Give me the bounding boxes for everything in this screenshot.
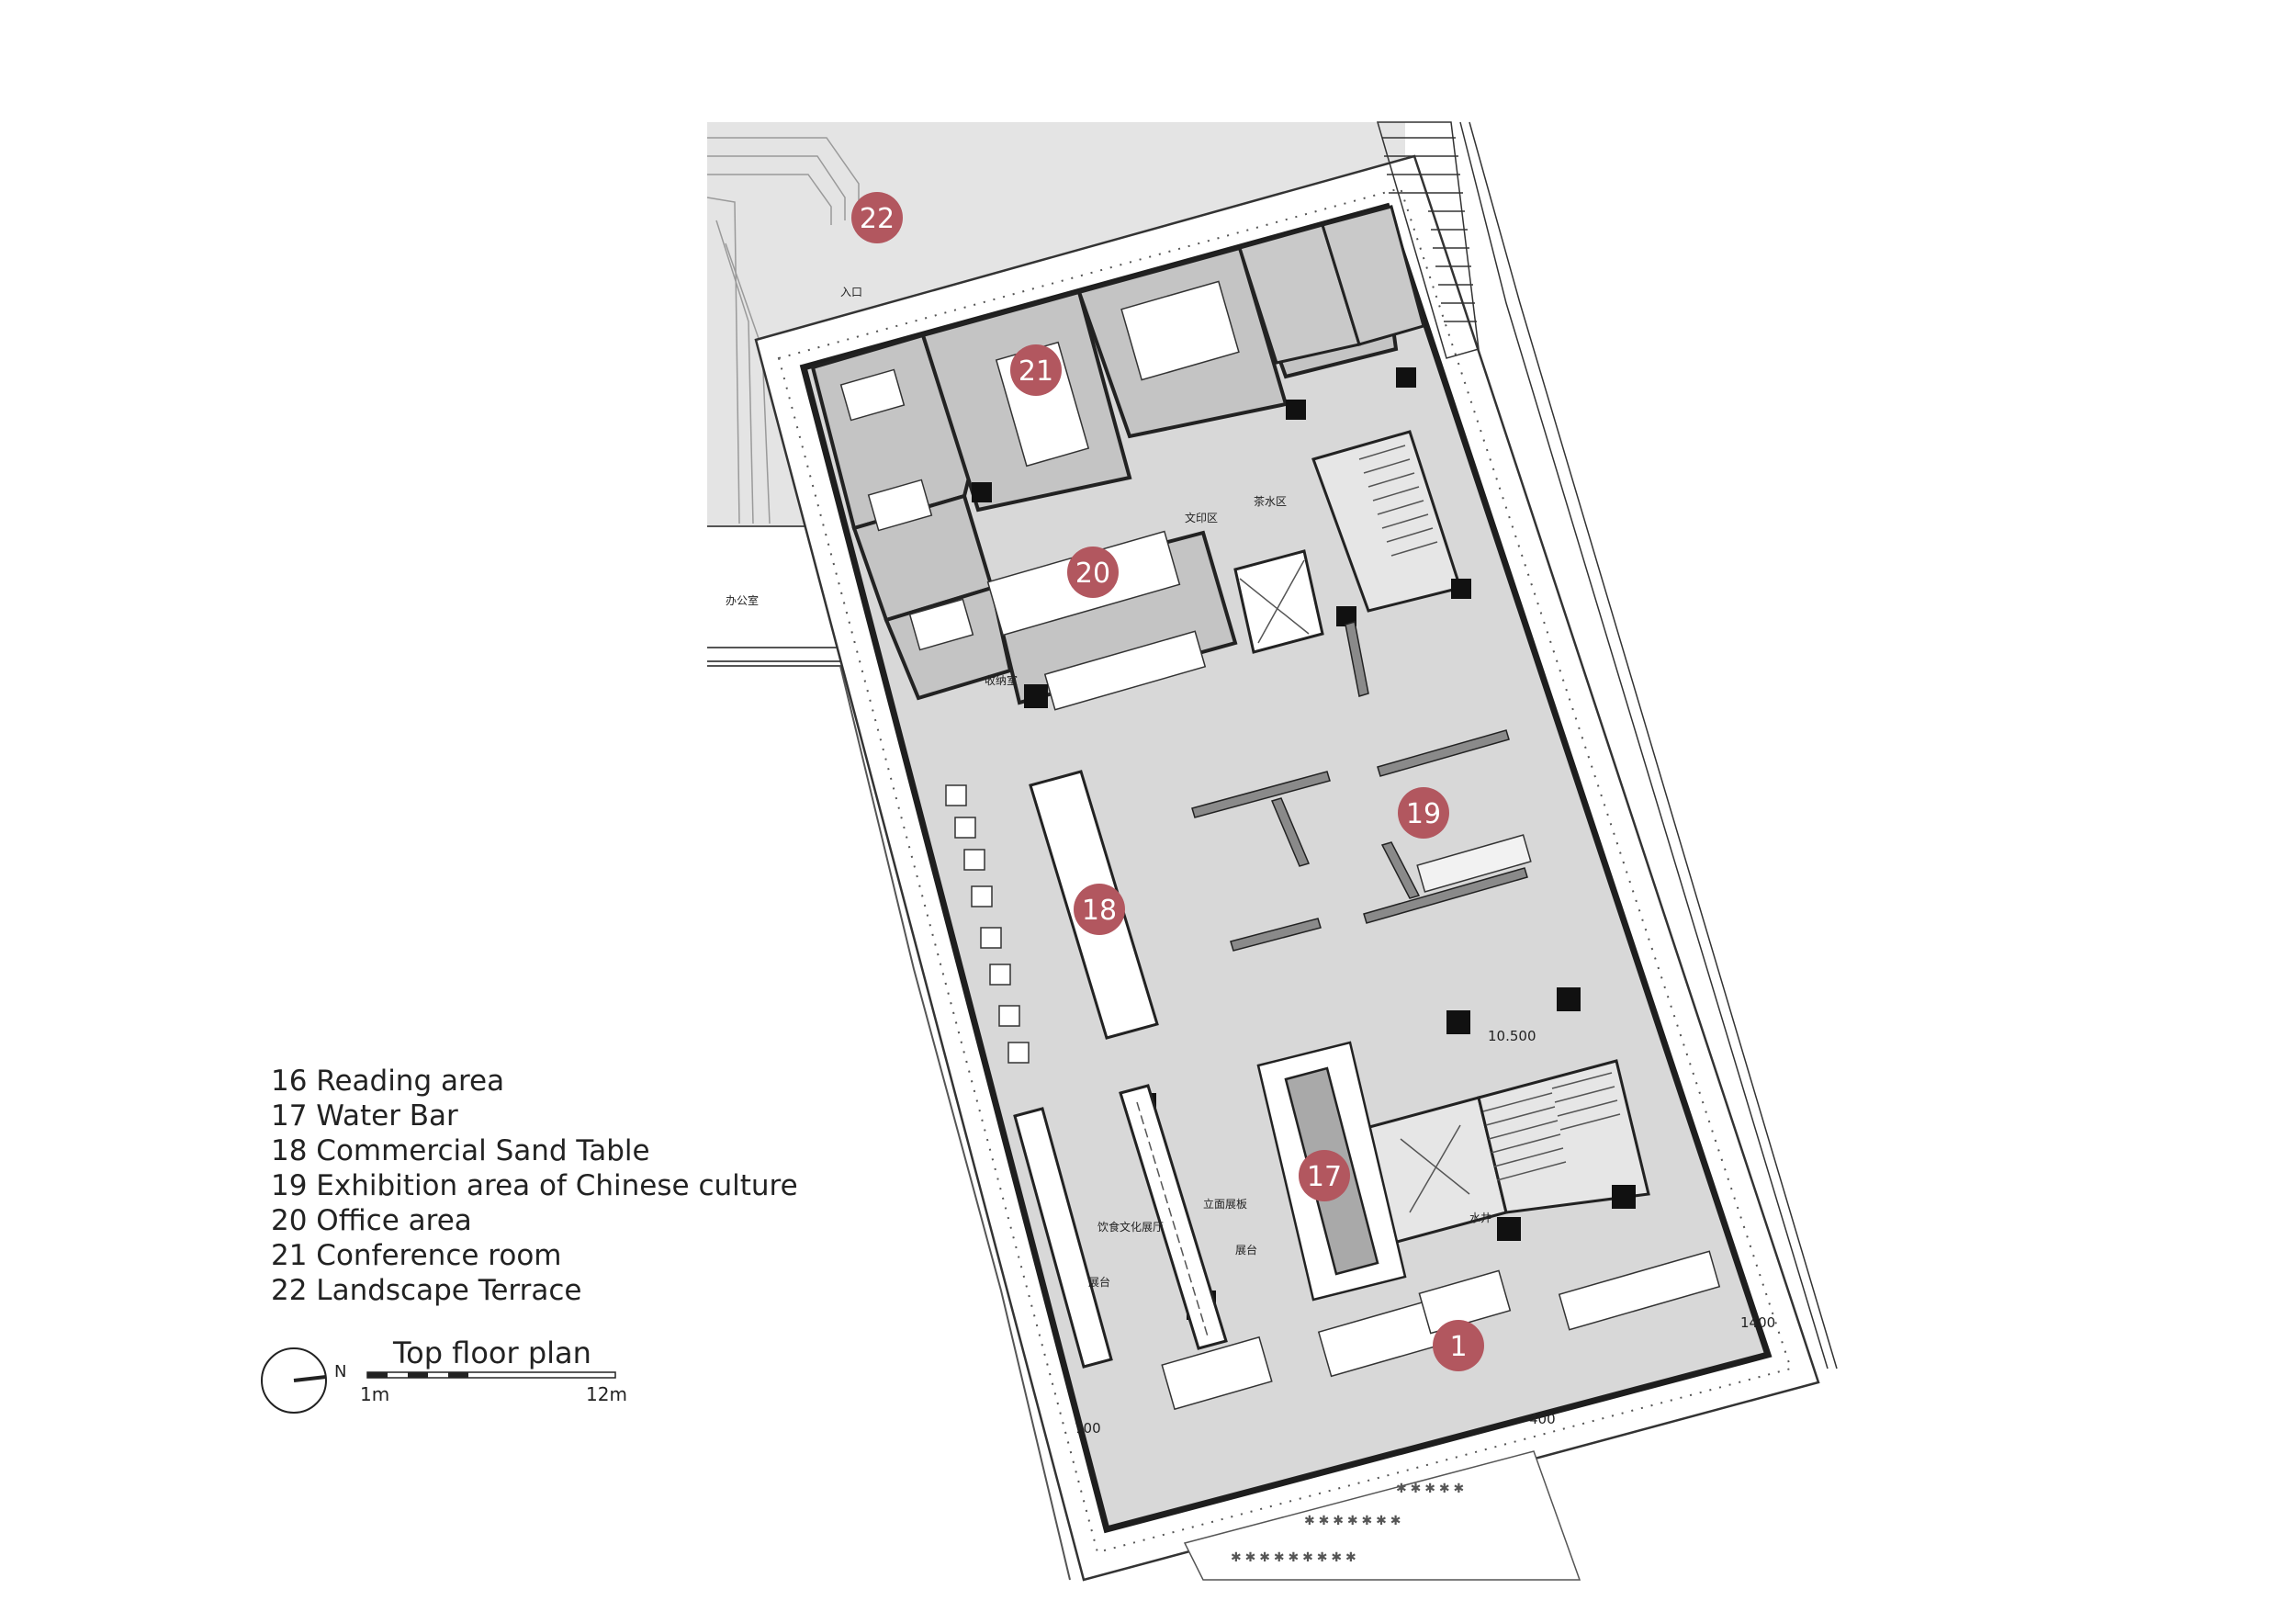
entrance-label: 入口 [840, 286, 862, 299]
toilets [1238, 205, 1425, 365]
svg-text:18: 18 [1082, 895, 1117, 927]
display-stand-label-1: 展台 [1088, 1275, 1110, 1289]
svg-text:1: 1 [1449, 1331, 1467, 1363]
dimension-label-1: 1400 [1740, 1314, 1775, 1331]
room-marker-21: 21 [1010, 344, 1062, 396]
svg-text:✱ ✱ ✱ ✱ ✱ ✱ ✱: ✱ ✱ ✱ ✱ ✱ ✱ ✱ [1304, 1513, 1401, 1527]
room-marker-20: 20 [1067, 547, 1119, 598]
north-arrow [261, 1347, 327, 1414]
room-marker-17: 17 [1299, 1150, 1350, 1201]
legend-item: 19 Exhibition area of Chinese culture [271, 1169, 798, 1202]
room-marker-19: 19 [1398, 787, 1449, 839]
svg-text:21: 21 [1019, 355, 1053, 388]
svg-text:17: 17 [1307, 1161, 1342, 1193]
legend-item: 21 Conference room [271, 1239, 562, 1272]
storage-label: 收纳室 [985, 673, 1018, 687]
legend-item: 16 Reading area [271, 1065, 505, 1098]
north-core [1233, 430, 1462, 654]
dimension-label-2: 700 [1075, 1420, 1101, 1437]
exterior-stair [1376, 121, 1838, 1369]
legend-item: 22 Landscape Terrace [271, 1274, 582, 1307]
room-legend: 16 Reading area 17 Water Bar 18 Commerci… [271, 1064, 798, 1308]
food-culture-hall-label: 饮食文化展厅 [1097, 1220, 1164, 1234]
scale-start-label: 1m [360, 1383, 390, 1405]
legend-item: 18 Commercial Sand Table [271, 1134, 650, 1167]
north-label: N [334, 1362, 347, 1381]
legend-item: 20 Office area [271, 1204, 472, 1237]
south-core [1357, 1059, 1650, 1246]
display-stand-label-2: 展台 [1235, 1243, 1257, 1257]
svg-text:✱ ✱ ✱ ✱ ✱: ✱ ✱ ✱ ✱ ✱ [1396, 1481, 1464, 1495]
room-marker-1: 1 [1433, 1320, 1484, 1371]
display-boards [1013, 1084, 1228, 1369]
level-label: 10.500 [1488, 1028, 1536, 1044]
legend-item: 17 Water Bar [271, 1099, 458, 1133]
room-marker-22: 22 [851, 192, 903, 243]
svg-text:20: 20 [1075, 558, 1110, 590]
svg-text:22: 22 [860, 203, 895, 235]
office-label: 办公室 [726, 593, 759, 607]
exhibition-display-case [1416, 834, 1532, 893]
room-marker-18: 18 [1074, 884, 1125, 935]
scale-bar [366, 1371, 616, 1379]
water-well-label: 水井 [1469, 1212, 1491, 1224]
exhibition-walls [1191, 621, 1528, 952]
reading-seats [945, 784, 1721, 1411]
display-board-label: 立面展板 [1203, 1197, 1247, 1211]
dimension-label-3: 400 [1529, 1411, 1556, 1427]
tea-area-label: 茶水区 [1254, 494, 1287, 508]
plan-title: Top floor plan [393, 1336, 591, 1370]
svg-text:19: 19 [1406, 798, 1441, 830]
svg-text:✱ ✱ ✱ ✱ ✱ ✱ ✱ ✱ ✱: ✱ ✱ ✱ ✱ ✱ ✱ ✱ ✱ ✱ [1231, 1550, 1356, 1564]
print-area-label: 文印区 [1185, 511, 1218, 524]
planting-area: ✱ ✱ ✱ ✱ ✱ ✱ ✱ ✱ ✱ ✱ ✱ ✱ ✱ ✱ ✱ ✱ ✱ ✱ ✱ ✱ … [1183, 1450, 1581, 1581]
scale-end-label: 12m [586, 1383, 627, 1405]
